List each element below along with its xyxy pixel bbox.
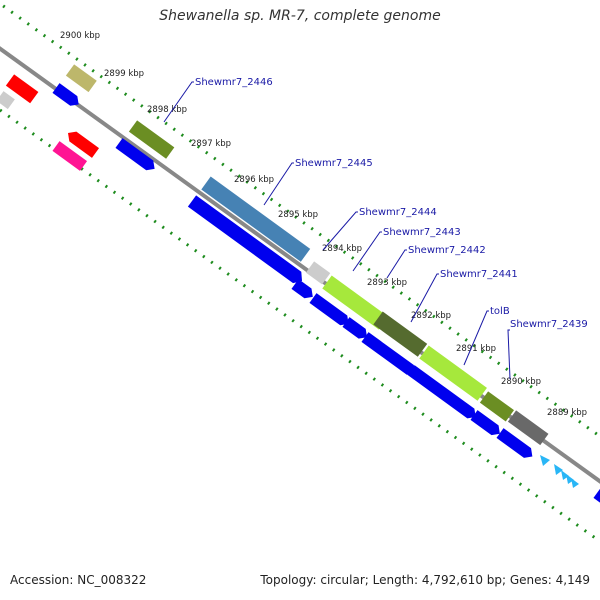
cyan-marker xyxy=(566,474,574,484)
scale-label-2896: 2896 kbp xyxy=(234,175,274,185)
feature-bar-lime-1 xyxy=(322,275,389,330)
scale-label-2894: 2894 kbp xyxy=(322,244,362,254)
inner-scale-track xyxy=(0,108,600,544)
scale-label-2892: 2892 kbp xyxy=(411,311,451,321)
feature-bar-lime-2 xyxy=(419,345,487,401)
accession-text: Accession: NC_008322 xyxy=(10,573,147,587)
summary-text: Topology: circular; Length: 4,792,610 bp… xyxy=(260,573,590,587)
feature-bar-red-left xyxy=(5,74,39,104)
scale-label-2893: 2893 kbp xyxy=(367,278,407,288)
gene-label-shewmr7-2446: Shewmr7_2446 xyxy=(195,77,273,88)
feature-track xyxy=(0,64,549,446)
cyan-marker xyxy=(561,470,569,480)
reverse-bar-pink xyxy=(52,141,88,171)
leader-shewmr7-2439 xyxy=(507,329,511,380)
leader-shewmr7-2441 xyxy=(410,273,439,323)
gene-label-shewmr7-2444: Shewmr7_2444 xyxy=(359,207,437,218)
cds-arrow xyxy=(309,293,349,326)
scale-label-2898: 2898 kbp xyxy=(147,105,187,115)
gene-label-shewmr7-2445: Shewmr7_2445 xyxy=(295,158,373,169)
cds-arrow xyxy=(407,365,476,419)
scale-label-2890: 2890 kbp xyxy=(501,377,541,387)
leader-shewmr7-2444 xyxy=(322,211,358,251)
cds-arrow xyxy=(115,138,155,171)
cds-arrow xyxy=(342,317,368,339)
cyan-marker xyxy=(554,464,563,475)
gene-label-shewmr7-2442: Shewmr7_2442 xyxy=(408,245,486,256)
scale-label-2891: 2891 kbp xyxy=(456,344,496,354)
cyan-marker xyxy=(571,478,579,488)
feature-bar-olive-2 xyxy=(479,391,515,422)
feature-bar-olive xyxy=(128,120,175,159)
cyan-marker xyxy=(540,455,550,466)
cds-arrow xyxy=(496,428,533,458)
leader-shewmr7-2443 xyxy=(352,231,382,272)
scale-label-2889: 2889 kbp xyxy=(547,408,587,418)
leader-shewmr7-2442 xyxy=(386,249,407,279)
leader-shewmr7-2445 xyxy=(263,162,294,206)
cyan-markers xyxy=(540,455,579,488)
leader-tolb xyxy=(463,310,489,366)
map-title: Shewanella sp. MR-7, complete genome xyxy=(159,8,441,24)
gene-label-shewmr7-2439: Shewmr7_2439 xyxy=(510,319,588,330)
feature-bar-lightgray xyxy=(305,261,331,285)
cds-arrow xyxy=(291,279,313,299)
gene-label-tolb: tolB xyxy=(490,306,510,317)
cds-arrow xyxy=(52,83,79,106)
gene-label-shewmr7-2441: Shewmr7_2441 xyxy=(440,269,518,280)
scale-label-2900: 2900 kbp xyxy=(60,31,100,41)
reverse-arrow-red xyxy=(68,131,100,158)
scale-label-2897: 2897 kbp xyxy=(191,139,231,149)
cds-arrow xyxy=(593,488,600,505)
feature-bar-steelblue xyxy=(201,176,311,262)
feature-bar-dimgray xyxy=(507,410,549,446)
feature-bar-khaki xyxy=(65,64,97,93)
cds-track xyxy=(52,83,600,505)
leader-shewmr7-2446 xyxy=(163,81,194,123)
cds-arrow xyxy=(470,410,500,436)
feature-bar-gray-left xyxy=(0,91,15,110)
cds-arrow xyxy=(187,195,303,284)
gene-label-shewmr7-2443: Shewmr7_2443 xyxy=(383,227,461,238)
feature-bar-darkolive xyxy=(373,311,428,357)
scale-label-2895: 2895 kbp xyxy=(278,210,318,220)
reverse-strand-track xyxy=(52,131,100,171)
cds-arrow xyxy=(361,332,416,375)
scale-label-2899: 2899 kbp xyxy=(104,69,144,79)
